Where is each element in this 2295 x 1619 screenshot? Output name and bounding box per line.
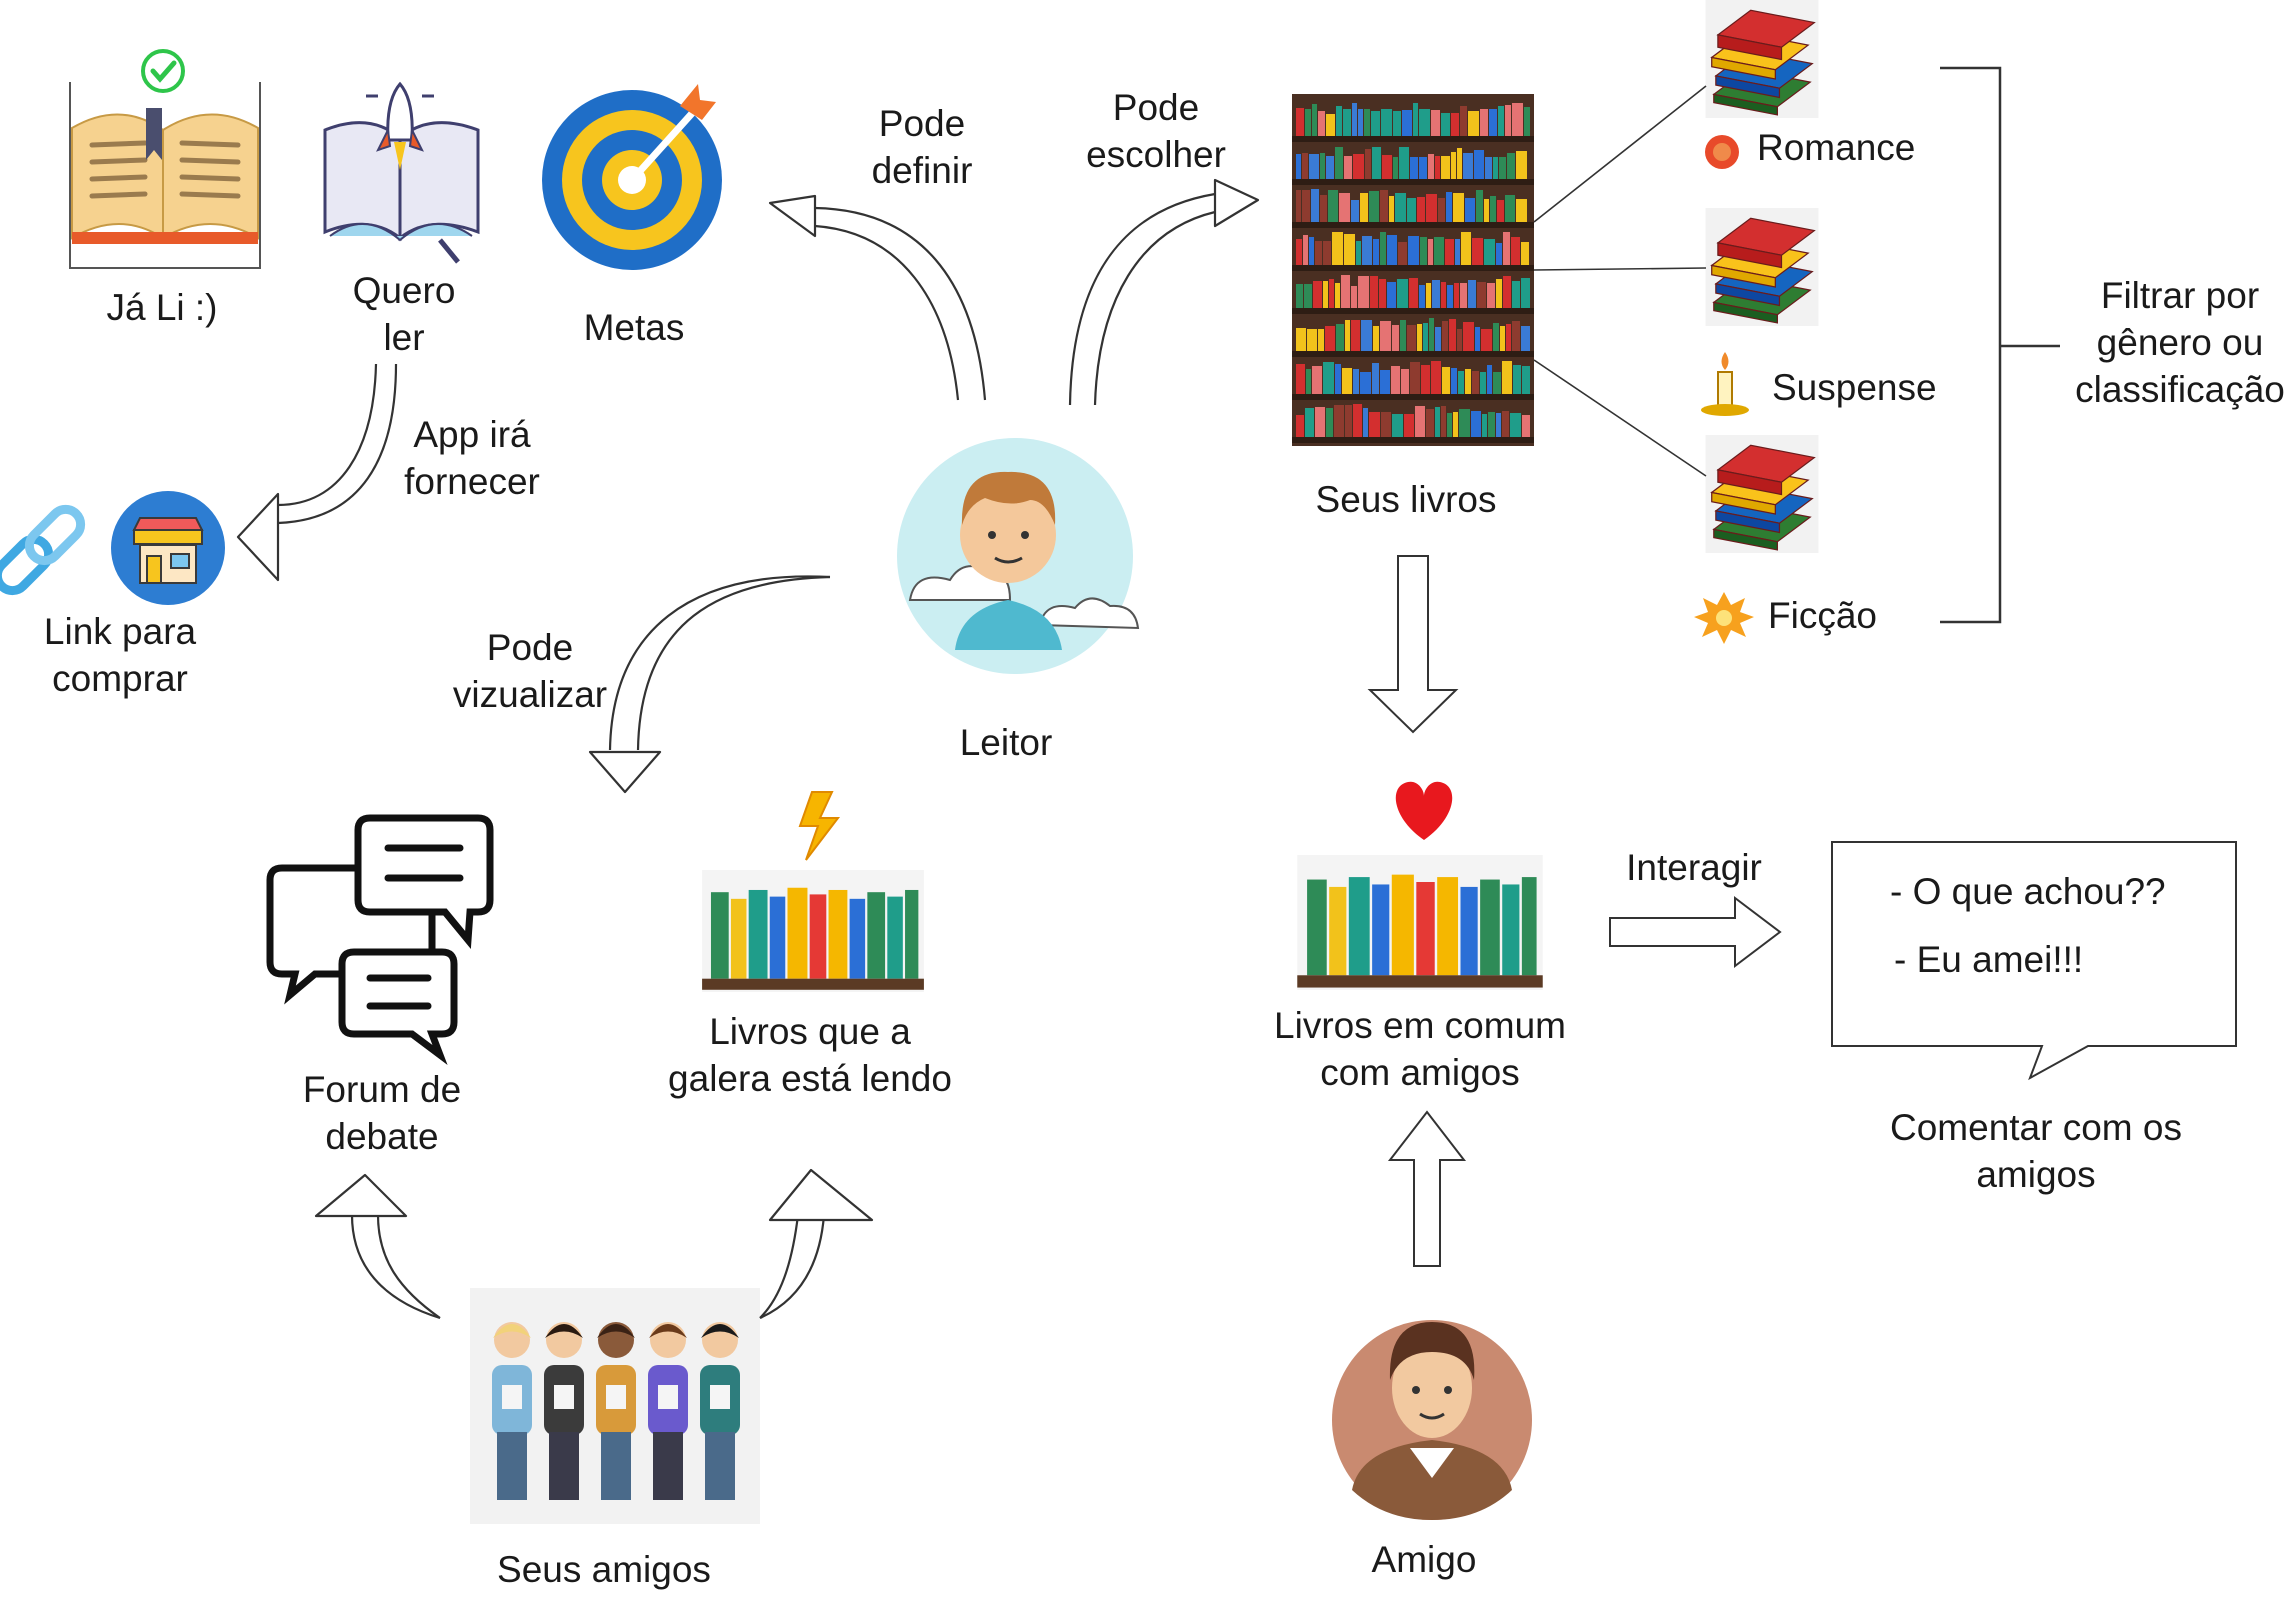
connector-line: [1533, 267, 1707, 271]
store-icon: [111, 491, 225, 605]
arrow-pode-escolher: [1068, 178, 1260, 406]
bookshelf-icon: [1292, 94, 1534, 446]
quero-ler-label: ler: [383, 317, 424, 358]
chat-bubbles-icon: [266, 814, 494, 1066]
comentar-label: Comentar com os: [1890, 1107, 2182, 1148]
explosion-icon: [1694, 592, 1754, 644]
pode-definir-label: definir: [872, 150, 973, 191]
arrow-pode-vizualizar: [588, 575, 831, 794]
comment-line: - O que achou??: [1890, 871, 2166, 912]
romance-label: Romance: [1757, 127, 1915, 168]
link-comprar-label: Link para: [44, 611, 197, 652]
arrow-amigo-comum: [1387, 1110, 1467, 1267]
friend-avatar-icon: [1332, 1320, 1532, 1520]
books-heart-icon: [1297, 781, 1543, 990]
book-rocket-icon: [323, 81, 480, 264]
pode-definir-label: Pode: [879, 103, 965, 144]
app-ira-fornecer-label: fornecer: [404, 461, 540, 502]
arrow-amigos-forum: [314, 1173, 441, 1320]
seus-livros-label: Seus livros: [1316, 479, 1497, 520]
friends-group-icon: [470, 1288, 760, 1524]
arrow-pode-definir: [768, 194, 987, 401]
app-ira-fornecer-label: App irá: [413, 414, 531, 455]
books-lightning-icon: [702, 791, 924, 992]
arrow-app-ira-fornecer: [236, 363, 398, 582]
seus-amigos-label: Seus amigos: [497, 1549, 711, 1590]
open-book-check-icon: [69, 49, 261, 269]
metas-label: Metas: [584, 307, 685, 348]
ficcao-label: Ficção: [1768, 595, 1877, 636]
connector-line: [1533, 359, 1707, 477]
arrow-amigos-galera: [759, 1168, 874, 1320]
leitor-label: Leitor: [960, 722, 1053, 763]
group-bracket: [1940, 66, 2060, 624]
comentar-label: amigos: [1976, 1154, 2095, 1195]
ja-li-label: Já Li :): [106, 287, 217, 328]
comment-speech-box: [1831, 841, 2237, 1081]
livros-comum-label: com amigos: [1320, 1052, 1519, 1093]
suspense-label: Suspense: [1772, 367, 1937, 408]
book-stack-icon: [1704, 208, 1820, 326]
livros-galera-label: Livros que a: [709, 1011, 911, 1052]
pode-escolher-label: escolher: [1086, 134, 1226, 175]
livros-comum-label: Livros em comum: [1274, 1005, 1566, 1046]
forum-label: Forum de: [303, 1069, 461, 1110]
reader-avatar-icon: [897, 438, 1140, 674]
pode-vizualizar-label: vizualizar: [453, 674, 607, 715]
filtrar-label: classificação: [2075, 369, 2285, 410]
connector-line: [1533, 85, 1707, 223]
amigo-label: Amigo: [1372, 1539, 1477, 1580]
flower-icon: [1705, 135, 1739, 169]
link-comprar-label: comprar: [52, 658, 188, 699]
book-stack-icon: [1704, 435, 1820, 553]
candle-icon: [1701, 352, 1749, 416]
target-icon: [542, 84, 722, 270]
interagir-label: Interagir: [1626, 847, 1762, 888]
filtrar-label: Filtrar por: [2101, 275, 2259, 316]
arrow-livros-comum: [1367, 555, 1459, 734]
filtrar-label: gênero ou: [2097, 322, 2264, 363]
livros-galera-label: galera está lendo: [668, 1058, 952, 1099]
forum-label: debate: [325, 1116, 438, 1157]
arrow-interagir: [1609, 895, 1782, 969]
comment-line: - Eu amei!!!: [1894, 939, 2083, 980]
chain-link-icon: [0, 504, 86, 596]
pode-escolher-label: Pode: [1113, 87, 1199, 128]
pode-vizualizar-label: Pode: [487, 627, 573, 668]
quero-ler-label: Quero: [353, 270, 456, 311]
book-stack-icon: [1704, 0, 1820, 118]
